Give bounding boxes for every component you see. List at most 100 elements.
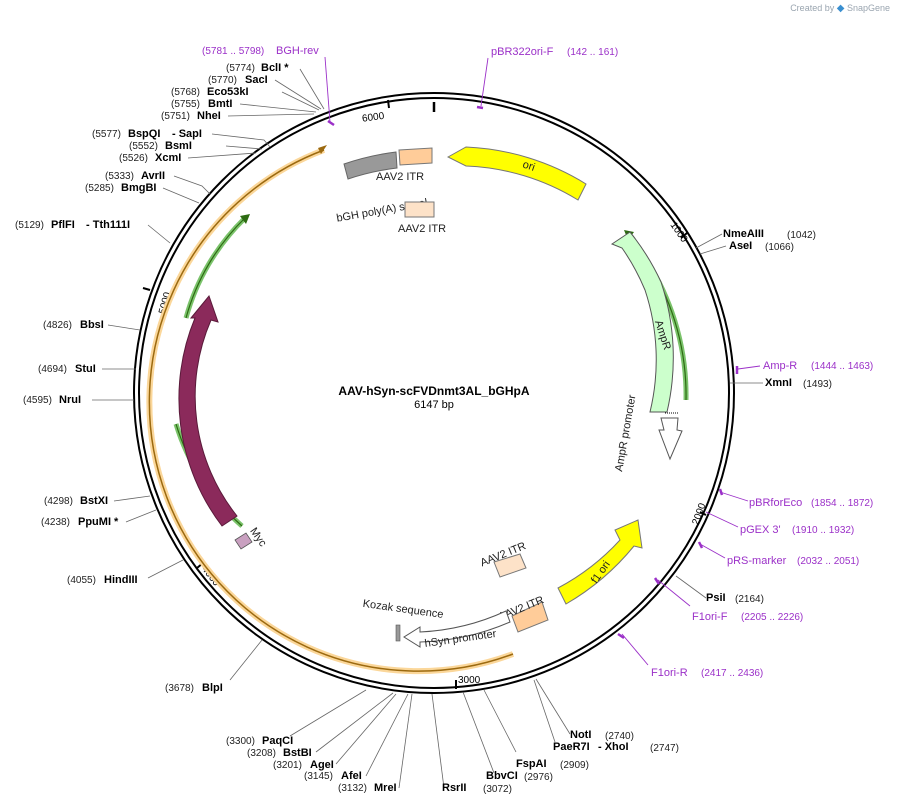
site-bmti-name[interactable]: BmtI: [208, 98, 232, 110]
leader-bstxi: [113, 495, 151, 502]
primer-pbrforeco-mark: [718, 488, 724, 496]
site-stui-pos: (4694): [38, 364, 67, 375]
site-pflfi-name[interactable]: PflFI: [51, 219, 75, 231]
site-nhei-name[interactable]: NheI: [197, 110, 221, 122]
feature-dnmt3a-catalytic-domain[interactable]: [178, 294, 238, 527]
leader-paer7i: [533, 679, 556, 743]
orf-arc-arrowhead: [318, 145, 327, 154]
leader-pflfi: [147, 224, 171, 244]
site-bcli-name[interactable]: BclI *: [261, 62, 289, 74]
primer-pbr322ori-f-pos: (142 .. 161): [567, 47, 618, 58]
site-agei-name[interactable]: AgeI: [310, 759, 334, 771]
leader-saci: [274, 79, 322, 110]
site-stui-name[interactable]: StuI: [75, 363, 96, 375]
site-bspqi-pos: (5577): [92, 129, 121, 140]
site-bstxi-name[interactable]: BstXI: [80, 495, 108, 507]
site-nrui-name[interactable]: NruI: [59, 394, 81, 406]
feature-aav2-itr-lower-right[interactable]: [511, 601, 549, 633]
primer-bgh-rev-leader: [324, 56, 331, 123]
primer-prs-marker-name[interactable]: pRS-marker: [727, 555, 787, 567]
primer-pbr322ori-f-name[interactable]: pBR322ori-F: [491, 46, 554, 58]
primer-pgex3-name[interactable]: pGEX 3': [740, 524, 781, 536]
primer-pbr322ori-f-leader: [480, 57, 489, 107]
tick-5000: [142, 287, 151, 291]
leader-blpi: [229, 639, 263, 681]
site-psii-name[interactable]: PsiI: [706, 592, 726, 604]
primer-amp-r-name[interactable]: Amp-R: [763, 360, 797, 372]
primer-bgh-rev-name[interactable]: BGH-rev: [276, 45, 319, 57]
site-bmgbi-pos: (5285): [85, 183, 114, 194]
site-xcmi-pos: (5526): [119, 153, 148, 164]
primer-f1ori-f-mark: [653, 577, 661, 585]
leader-rsrii: [431, 693, 445, 789]
leader-agei: [335, 693, 397, 765]
site-bbvci-name[interactable]: BbvCI: [486, 770, 518, 782]
primer-pgex3-pos: (1910 .. 1932): [792, 525, 854, 536]
feature-hsyn-promoter[interactable]: [403, 610, 511, 648]
primer-pbrforeco-name[interactable]: pBRforEco: [749, 497, 802, 509]
credit-prefix: Created by: [790, 3, 835, 13]
site-ppumi-name[interactable]: PpuMI *: [78, 516, 119, 528]
feature-ampr-promoter[interactable]: [658, 417, 683, 461]
site-rsrii-name[interactable]: RsrII: [442, 782, 466, 794]
primer-f1ori-r-name[interactable]: F1ori-R: [651, 667, 688, 679]
site-paer7i-name[interactable]: PaeR7I: [553, 741, 590, 753]
site-afei-pos: (3145): [304, 771, 333, 782]
site-bspqi-name[interactable]: BspQI: [128, 128, 160, 140]
site-eco53ki-name[interactable]: Eco53kI: [207, 86, 249, 98]
feature-ori[interactable]: [446, 146, 587, 201]
site-mrei-name[interactable]: MreI: [374, 782, 397, 794]
feature-aav2-itr-top[interactable]: [398, 147, 433, 166]
site-asei-pos: (1066): [765, 242, 794, 253]
leader-nmeaiii: [695, 233, 723, 249]
credit-badge: Created by ◆ SnapGene: [790, 3, 890, 14]
site-xhoi-name[interactable]: - XhoI: [598, 741, 629, 753]
site-noti-name[interactable]: NotI: [570, 729, 591, 741]
site-sapi-name[interactable]: - SapI: [172, 128, 202, 140]
site-agei-pos: (3201): [273, 760, 302, 771]
site-bmgbi-name[interactable]: BmgBI: [121, 182, 156, 194]
site-afei-name[interactable]: AfeI: [341, 770, 362, 782]
site-bstbi-name[interactable]: BstBI: [283, 747, 312, 759]
site-bsmi-name[interactable]: BsmI: [165, 140, 192, 152]
leader-xcmi: [187, 152, 257, 159]
plasmid-length: 6147 bp: [414, 399, 454, 411]
site-saci-name[interactable]: SacI: [245, 74, 268, 86]
site-nmeaiii-name[interactable]: NmeAIII: [723, 228, 764, 240]
orf-arc-line: [148, 149, 514, 672]
site-noti-pos: (2740): [605, 731, 634, 742]
site-tth111i-name[interactable]: - Tth111I: [86, 219, 130, 231]
feature-aav2-itr-top-inner[interactable]: [404, 201, 435, 218]
leader-hindiii: [147, 559, 184, 579]
primer-markers: [324, 56, 761, 666]
site-avrii-name[interactable]: AvrII: [141, 170, 165, 182]
primer-f1ori-f-name[interactable]: F1ori-F: [692, 611, 728, 623]
leader-bbsi: [107, 324, 141, 331]
primer-f1ori-r-mark: [617, 632, 625, 640]
orf-arc-highlight: [146, 147, 515, 675]
leader-bcli: [299, 68, 325, 110]
site-asei-name[interactable]: AseI: [729, 240, 752, 252]
site-nhei-pos: (5751): [161, 111, 190, 122]
leader-bsmi: [225, 145, 263, 150]
site-xcmi-name[interactable]: XcmI: [155, 152, 181, 164]
primer-bgh-rev-mark: [327, 119, 335, 127]
feature-myc[interactable]: [234, 532, 253, 550]
site-paqci-name[interactable]: PaqCI: [262, 735, 293, 747]
site-fspai-name[interactable]: FspAI: [516, 758, 547, 770]
leader-fspai: [483, 689, 517, 753]
feature-ampr[interactable]: [610, 231, 674, 413]
primer-f1ori-f-leader: [657, 579, 691, 607]
site-hindiii-name[interactable]: HindIII: [104, 574, 138, 586]
feature-kozak-sequence[interactable]: [395, 624, 401, 642]
feature-bgh-polya-signal[interactable]: [343, 151, 398, 180]
site-bbsi-name[interactable]: BbsI: [80, 319, 104, 331]
backbone-inner-ring: [138, 97, 730, 689]
site-xmni-name[interactable]: XmnI: [765, 377, 792, 389]
tick-6000: [387, 99, 390, 109]
feature-aav2-itr-middle[interactable]: [493, 553, 527, 578]
tick-2000: [699, 511, 707, 516]
site-blpi-name[interactable]: BlpI: [202, 682, 223, 694]
primer-f1ori-r-pos: (2417 .. 2436): [701, 668, 763, 679]
feature-f1-ori[interactable]: [557, 519, 643, 605]
